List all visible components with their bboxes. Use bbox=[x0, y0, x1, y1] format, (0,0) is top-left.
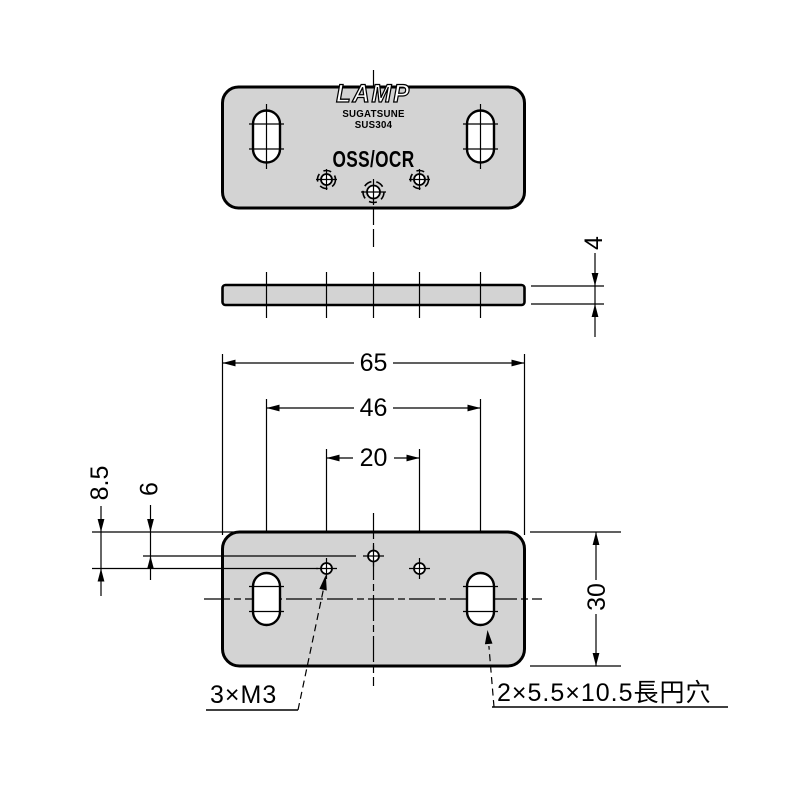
tap-hole-center bbox=[363, 545, 384, 567]
dim-slot-pitch: 46 bbox=[266, 394, 481, 422]
arrowhead bbox=[591, 273, 599, 286]
slot-hole-left bbox=[249, 571, 284, 627]
model-text: OSS/OCR bbox=[332, 148, 414, 173]
brand-name: SUGATSUNE bbox=[342, 109, 404, 120]
tap-hole-center bbox=[361, 179, 386, 205]
leader-line bbox=[488, 645, 495, 708]
dim-slot-pitch-value: 46 bbox=[360, 394, 388, 422]
dim-thickness-value: 4 bbox=[580, 236, 608, 250]
tap-hole-left bbox=[316, 558, 337, 579]
slot-hole-left bbox=[249, 104, 284, 169]
dim-edge-to-tap-value: 8.5 bbox=[86, 466, 114, 501]
dim-overall-height-value: 30 bbox=[583, 583, 611, 611]
arrowhead bbox=[266, 404, 280, 412]
arrowhead bbox=[326, 454, 340, 462]
tap-hole-right bbox=[409, 558, 430, 579]
dim-edge-to-center-hole-value: 6 bbox=[136, 482, 164, 496]
dim-tap-pitch-value: 20 bbox=[360, 444, 388, 472]
tap-hole-left bbox=[316, 169, 337, 190]
arrowhead bbox=[97, 568, 105, 582]
slot-hole-right bbox=[463, 571, 498, 627]
dim-edge-to-center-hole: 6 bbox=[136, 482, 356, 580]
dim-overall-width-value: 65 bbox=[360, 349, 388, 377]
tap-hole-callout: 3×M3 bbox=[206, 575, 327, 711]
arrowhead bbox=[484, 630, 493, 645]
dim-edge-to-tap: 8.5 bbox=[86, 466, 318, 596]
arrowhead bbox=[591, 304, 599, 317]
arrowhead bbox=[592, 653, 600, 666]
tap-hole-label: 3×M3 bbox=[210, 681, 277, 709]
arrowhead bbox=[147, 556, 154, 569]
side-view: 4 bbox=[221, 229, 608, 337]
brand-logo: LAMP bbox=[336, 80, 411, 108]
front-view: 65 46 20 8.5 bbox=[86, 349, 728, 711]
plate-outline bbox=[221, 85, 526, 210]
arrowhead bbox=[222, 359, 236, 367]
slot-hole-label: 2×5.5×10.5長円穴 bbox=[497, 679, 712, 707]
dim-overall-width: 65 bbox=[222, 349, 525, 377]
tap-hole-right bbox=[409, 169, 430, 190]
arrowhead bbox=[406, 454, 420, 462]
dim-thickness: 4 bbox=[531, 236, 608, 337]
dim-tap-pitch: 20 bbox=[326, 444, 420, 472]
arrowhead bbox=[319, 575, 327, 591]
dim-overall-height: 30 bbox=[530, 531, 621, 667]
arrowhead bbox=[467, 404, 481, 412]
slot-hole-callout: 2×5.5×10.5長円穴 bbox=[484, 630, 728, 708]
material-text: SUS304 bbox=[355, 120, 393, 131]
arrowhead bbox=[147, 519, 154, 532]
arrowhead bbox=[511, 359, 525, 367]
slot-hole-right bbox=[463, 104, 498, 169]
top-view: LAMP SUGATSUNE SUS304 OSS/OCR bbox=[221, 70, 526, 225]
arrowhead bbox=[592, 532, 600, 545]
arrowhead bbox=[97, 519, 105, 532]
leader-line bbox=[297, 588, 325, 711]
